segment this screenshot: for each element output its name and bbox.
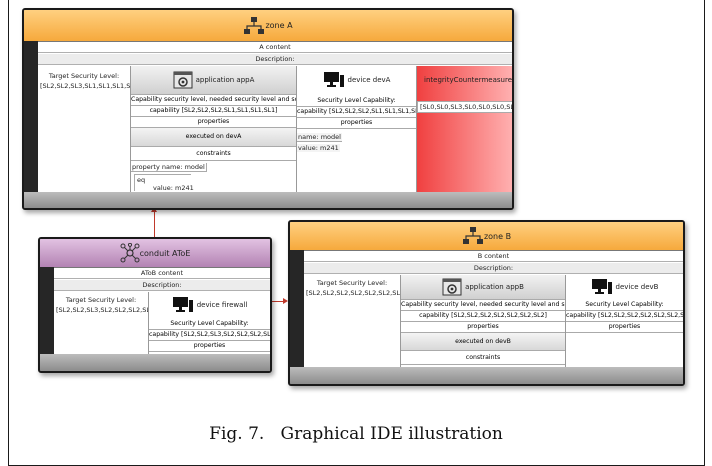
zone-b-header[interactable]: zone B xyxy=(290,222,683,251)
network-icon xyxy=(462,226,484,246)
zone-a-description: Description: xyxy=(38,54,512,65)
app-a-executed-on[interactable]: executed on devA xyxy=(131,128,296,147)
firewall-title: device firewall xyxy=(197,301,248,309)
zone-b-title: zone B xyxy=(484,232,511,241)
app-a-constraints: constraints xyxy=(131,147,296,161)
firewall-header[interactable]: device firewall xyxy=(149,292,270,318)
firewall-box[interactable]: device firewall Security Level Capabilit… xyxy=(148,292,270,355)
countermeasure-value: [SL0,SL0,SL3,SL0,SL0,SL0,SL0] xyxy=(417,101,512,113)
device-a-name: name: model xyxy=(297,133,342,142)
conduit-target-value: [SL2,SL2,SL3,SL2,SL2,SL2,SL2] xyxy=(56,306,148,314)
app-a-title: application appA xyxy=(196,76,255,84)
device-a-property-block: name: model value: m241 xyxy=(297,131,416,153)
zone-b-sidebar xyxy=(290,250,304,384)
app-b-box[interactable]: application appB Capability security lev… xyxy=(400,275,565,371)
zone-a-title: zone A xyxy=(265,21,292,30)
app-icon xyxy=(173,70,193,90)
app-b-header[interactable]: application appB xyxy=(401,275,565,300)
zone-b-target-label: Target Security Level: xyxy=(304,279,400,287)
conduit-target-column: Target Security Level: [SL2,SL2,SL3,SL2,… xyxy=(54,292,148,355)
app-b-capability-desc: Capability security level, needed securi… xyxy=(401,300,565,311)
app-icon xyxy=(442,277,462,297)
firewall-sl-label: Security Level Capability: xyxy=(149,319,270,330)
device-b-capability: capability [SL2,SL2,SL2,SL2,SL2,SL2,SL2] xyxy=(566,311,683,322)
monitor-icon xyxy=(591,278,613,296)
app-b-capability: capability [SL2,SL2,SL2,SL2,SL2,SL2,SL2] xyxy=(401,311,565,322)
device-b-properties: properties xyxy=(566,322,683,333)
device-b-title: device devB xyxy=(616,283,659,291)
network-icon xyxy=(243,16,265,36)
app-b-executed-on[interactable]: executed on devB xyxy=(401,333,565,351)
zone-b-content: B content xyxy=(304,251,683,262)
zone-a-target-value: [SL2,SL2,SL3,SL1,SL1,SL1,SL1] xyxy=(40,82,130,90)
device-b-sl-label: Security Level Capability: xyxy=(566,300,683,311)
monitor-icon xyxy=(323,71,345,89)
conduit-title: conduit AToE xyxy=(140,249,191,258)
device-a-value: value: m241 xyxy=(297,144,340,152)
firewall-capability: capability [SL2,SL2,SL3,SL2,SL2,SL2,SL2] xyxy=(149,330,270,341)
zone-a-sidebar xyxy=(24,41,38,208)
app-b-properties: properties xyxy=(401,322,565,333)
app-b-title: application appB xyxy=(465,283,524,291)
app-a-property-name: property name: model xyxy=(131,163,207,172)
device-a-title: device devA xyxy=(348,76,391,84)
app-b-constraints: constraints xyxy=(401,351,565,365)
zone-a-target-column: Target Security Level: [SL2,SL2,SL3,SL1,… xyxy=(38,66,130,192)
conduit-content: AToB content xyxy=(54,268,270,279)
countermeasure-title: integrityCountermeasure xyxy=(424,76,512,84)
device-b-box[interactable]: device devB Security Level Capability: c… xyxy=(565,275,683,371)
zone-b-description: Description: xyxy=(304,263,683,274)
device-a-box[interactable]: device devA Security Level Capability: c… xyxy=(296,66,416,192)
device-a-capability: capability [SL2,SL2,SL2,SL1,SL1,SL1,SL1] xyxy=(297,107,416,118)
zone-b-target-value: [SL2,SL2,SL2,SL2,SL2,SL2,SL2] xyxy=(306,289,400,297)
zone-b-panel[interactable]: zone B B content Description: Target Sec… xyxy=(288,220,685,386)
conduit-header[interactable]: conduit AToE xyxy=(40,239,270,268)
countermeasure-header[interactable]: integrityCountermeasure xyxy=(417,66,512,94)
app-a-capability: capability [SL2,SL2,SL2,SL1,SL1,SL1,SL1] xyxy=(131,106,296,117)
conduit-description: Description: xyxy=(54,280,270,291)
device-b-header[interactable]: device devB xyxy=(566,275,683,299)
connector-a-to-conduit xyxy=(154,208,155,238)
firewall-properties: properties xyxy=(149,341,270,352)
figure-caption: Fig. 7. Graphical IDE illustration xyxy=(0,424,712,444)
conduit-footer xyxy=(40,354,270,371)
app-a-capability-desc: Capability security level, needed securi… xyxy=(131,95,296,106)
zone-a-header[interactable]: zone A xyxy=(24,10,512,42)
monitor-icon xyxy=(172,296,194,314)
device-a-properties: properties xyxy=(297,118,416,129)
app-a-box[interactable]: application appA Capability security lev… xyxy=(130,66,296,192)
conduit-target-label: Target Security Level: xyxy=(54,296,148,304)
countermeasure-box[interactable]: integrityCountermeasure [SL0,SL0,SL3,SL0… xyxy=(416,66,512,192)
zone-b-footer xyxy=(290,367,683,384)
app-a-properties: properties xyxy=(131,117,296,128)
app-a-header[interactable]: application appA xyxy=(131,66,296,95)
device-a-header[interactable]: device devA xyxy=(297,66,416,94)
zone-a-footer xyxy=(24,192,512,208)
zone-a-panel[interactable]: zone A A content Description: Target Sec… xyxy=(22,8,514,210)
device-a-sl-label: Security Level Capability: xyxy=(297,96,416,107)
zone-a-target-label: Target Security Level: xyxy=(38,72,130,80)
conduit-panel[interactable]: conduit AToE AToB content Description: T… xyxy=(38,237,272,373)
app-a-constraint-block: property name: model eq value: m241 xyxy=(131,161,296,191)
zone-a-content: A content xyxy=(38,42,512,53)
network-hub-icon xyxy=(120,243,140,263)
app-a-eq-bracket xyxy=(134,174,191,191)
zone-b-target-column: Target Security Level: [SL2,SL2,SL2,SL2,… xyxy=(304,275,400,371)
